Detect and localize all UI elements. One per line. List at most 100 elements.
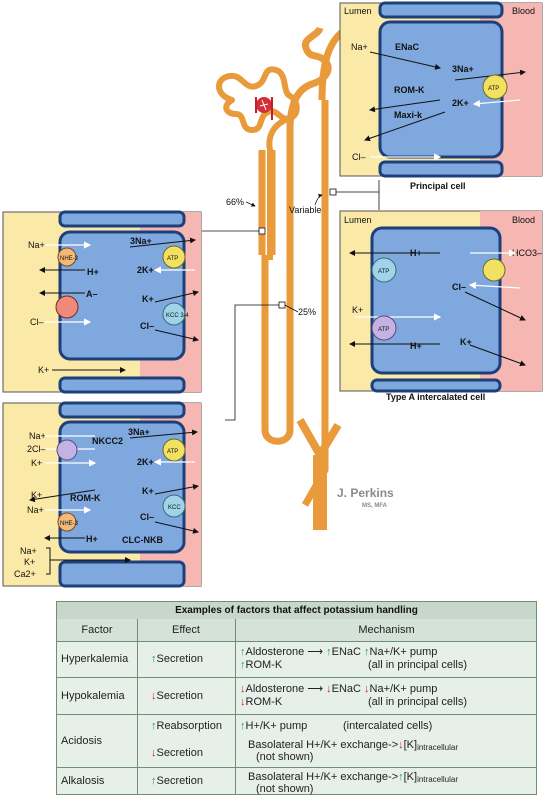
svg-text:ATP: ATP	[167, 256, 178, 262]
mechanism-note: (all in principal cells)	[368, 696, 468, 708]
ion-3na: 3Na+	[128, 427, 150, 437]
intercalated-cell-panel: Lumen Blood H+ ATP HCO3– Cl– K+ ATP K+ H…	[339, 210, 543, 402]
ion-3na: 3Na+	[130, 236, 152, 246]
principal-cell-panel: Lumen Blood Na+ ENaC 3Na+ ATP ROM-K 2K+ …	[339, 1, 543, 191]
mechanism-line-2: (not shown)	[256, 783, 314, 795]
ion-h: H+	[86, 534, 98, 544]
effect-cell: ↓Secretion	[151, 690, 203, 702]
factor-cell: Hyperkalemia	[61, 653, 129, 665]
ion-cl-right: Cl–	[140, 321, 154, 331]
mechanism-line-1: ↑Aldosterone ⟶ ↑ENaC ↑Na+/K+ pump	[240, 646, 438, 658]
ion-list-k: K+	[24, 557, 35, 567]
ion-k-right: K+	[142, 486, 154, 496]
ion-cl: Cl–	[140, 512, 154, 522]
mechanism-line-1: ↑H+/K+ pump	[240, 720, 308, 732]
label-variable: Variable	[289, 205, 321, 215]
table-title: Examples of factors that affect potassiu…	[57, 602, 536, 620]
mechanism-line-1: Basolateral H+/K+ exchange->↑[K]intracel…	[248, 771, 458, 784]
ion-hco3: HCO3–	[512, 248, 542, 258]
table-row: Hypokalemia ↓Secretion ↓Aldosterone ⟶ ↓E…	[57, 678, 536, 715]
signature-credentials: MS, MFA	[362, 503, 388, 509]
svg-text:ATP: ATP	[167, 449, 178, 455]
ion-3na: 3Na+	[452, 64, 474, 74]
svg-text:KCC 3/4: KCC 3/4	[166, 313, 189, 319]
ion-h: H+	[87, 267, 99, 277]
ion-na: Na+	[28, 240, 45, 250]
ion-cl: Cl–	[352, 152, 366, 162]
enac-label: ENaC	[395, 42, 420, 52]
atp-pump: ATP	[162, 438, 186, 462]
blood-label: Blood	[512, 6, 535, 16]
blood-label: Blood	[512, 215, 535, 225]
svg-text:ATP: ATP	[378, 327, 389, 333]
atp-pump: ATP	[162, 245, 186, 269]
effect-cell-2: ↓Secretion	[151, 747, 203, 759]
ion-k: K+	[142, 294, 154, 304]
svg-text:ATP: ATP	[488, 86, 499, 92]
factor-cell: Hypokalemia	[61, 690, 125, 702]
table-header-row: Factor Effect Mechanism	[57, 619, 536, 642]
table-row: Alkalosis ↑Secretion Basolateral H+/K+ e…	[57, 768, 536, 796]
nkcc2-label: NKCC2	[92, 436, 123, 446]
header-effect: Effect	[172, 624, 200, 636]
table-row: Acidosis ↑Reabsorption ↓Secretion ↑H+/K+…	[57, 715, 536, 768]
lumen-label: Lumen	[344, 215, 372, 225]
header-mechanism: Mechanism	[358, 624, 415, 636]
ion-k-left: K+	[352, 305, 363, 315]
signature-name: J. Perkins	[337, 486, 394, 500]
label-66-percent: 66%	[226, 197, 244, 207]
mechanism-note: (all in principal cells)	[368, 659, 468, 671]
intercalated-caption: Type A intercalated cell	[386, 392, 485, 402]
ion-k-bottom: K+	[38, 365, 49, 375]
left-lower-panel: Na+ 2Cl– K+ NKCC2 3Na+ ATP 2K+ K+ ROM-K …	[2, 401, 202, 588]
nhe3-transporter: NHE-3	[57, 512, 79, 532]
nhe3-transporter: NHE-3	[57, 247, 79, 267]
left-upper-panel: Na+ NHE-3 H+ A– Cl– 3Na+ ATP 2K+ K+ KCC …	[2, 210, 202, 394]
leader-lines	[202, 180, 380, 421]
ion-k2: K+	[31, 490, 42, 500]
effect-cell: ↑Secretion	[151, 775, 203, 787]
svg-text:ATP: ATP	[378, 269, 389, 275]
mechanism-note: (intercalated cells)	[343, 720, 433, 732]
atp-pump-2: ATP	[371, 315, 397, 341]
ion-cl: Cl–	[452, 282, 466, 292]
svg-text:KCC: KCC	[168, 505, 181, 511]
ion-list-na: Na+	[20, 546, 37, 556]
mechanism-line-2: ↓ROM-K	[240, 696, 283, 708]
lumen-label: Lumen	[344, 6, 372, 16]
kcc-transporter: KCC 3/4	[162, 302, 189, 326]
nephron-tubule	[216, 26, 348, 530]
atp-pump-1: ATP	[371, 257, 397, 283]
principal-cell-caption: Principal cell	[410, 181, 466, 191]
ion-2k: 2K+	[137, 265, 154, 275]
svg-text:NHE-3: NHE-3	[60, 521, 79, 527]
ion-a: A–	[86, 289, 98, 299]
kidney-potassium-diagram: 66% 25% Variable J. Perkins MS, MFA Lume…	[2, 1, 543, 588]
effect-cell: ↑Secretion	[151, 653, 203, 665]
mechanism-line-2: Basolateral H+/K+ exchange->↓[K]intracel…	[248, 739, 458, 752]
romk-label: ROM-K	[394, 85, 425, 95]
ion-list-ca: Ca2+	[14, 569, 36, 579]
mechanism-line-1: ↓Aldosterone ⟶ ↓ENaC ↓Na+/K+ pump	[240, 683, 438, 695]
ion-cl: Cl–	[30, 317, 44, 327]
table-row: Hyperkalemia ↑Secretion ↑Aldosterone ⟶ ↑…	[57, 641, 536, 678]
mechanism-line-2: ↑ROM-K	[240, 659, 283, 671]
header-factor: Factor	[81, 624, 113, 636]
maxik-label: Maxi-k	[394, 110, 423, 120]
potassium-factors-table: Examples of factors that affect potassiu…	[56, 601, 537, 795]
ion-2k: 2K+	[137, 457, 154, 467]
kcc-transporter: KCC	[162, 494, 186, 518]
ion-k: K+	[31, 458, 42, 468]
ion-na: Na+	[29, 431, 46, 441]
ion-k-right: K+	[460, 337, 472, 347]
clcnkb-label: CLC-NKB	[122, 535, 163, 545]
label-25-percent: 25%	[298, 307, 316, 317]
ion-2k: 2K+	[452, 98, 469, 108]
factor-cell: Acidosis	[61, 735, 102, 747]
atp-pump: ATP	[482, 74, 508, 100]
effect-cell-1: ↑Reabsorption	[151, 720, 222, 732]
romk-label: ROM-K	[70, 493, 101, 503]
ion-2cl: 2Cl–	[27, 444, 46, 454]
mechanism-line-3: (not shown)	[256, 751, 314, 763]
factor-cell: Alkalosis	[61, 775, 105, 787]
